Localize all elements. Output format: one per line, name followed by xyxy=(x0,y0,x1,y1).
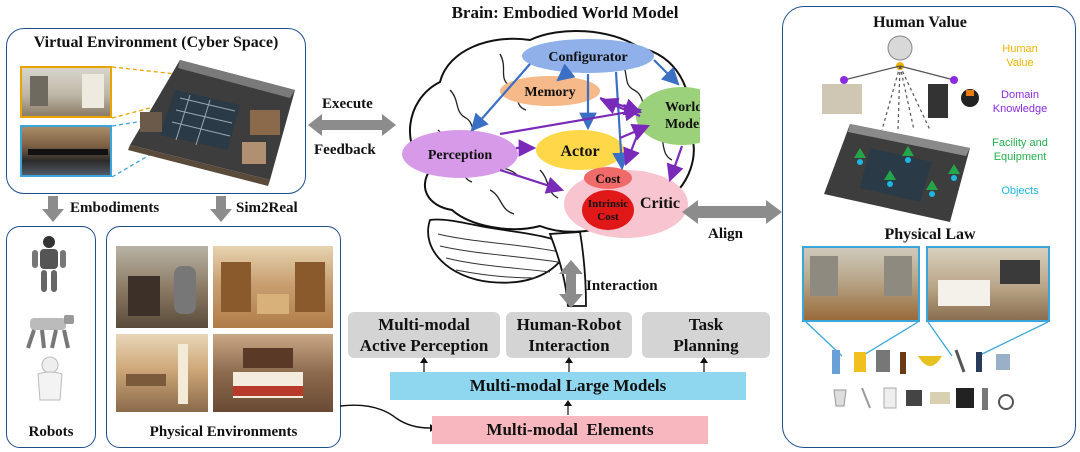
cost-node xyxy=(584,167,632,189)
brain-title: Brain: Embodied World Model xyxy=(451,3,679,22)
physical-environments-label: Physical Environments xyxy=(149,424,298,440)
feedback-label: Feedback xyxy=(314,142,376,158)
human-value-title: Human Value xyxy=(873,14,967,31)
physical-env-photo-hotel-room xyxy=(213,334,333,412)
legend-facility-line2: Equipment xyxy=(993,151,1047,163)
sim2real-arrow xyxy=(210,196,232,222)
physical-law-photo-store xyxy=(802,246,920,322)
legend-objects-text: Objects xyxy=(1001,185,1039,197)
perception-label: Perception xyxy=(428,148,492,163)
human-value-floorplan xyxy=(824,124,970,222)
configurator-node xyxy=(522,39,654,73)
intrinsic-cost-label-1: Intrinsic xyxy=(588,198,628,210)
legend-human-value-line1: Human xyxy=(1002,43,1038,55)
llm-label: Multi-modal Large Models xyxy=(469,376,667,395)
task-line1: Task xyxy=(688,315,724,334)
configurator-label: Configurator xyxy=(548,50,627,65)
intrinsic-cost-label-2: Cost xyxy=(597,211,619,223)
elements-label: Multi-modal Elements xyxy=(486,420,654,439)
elements-to-llm-arrow xyxy=(564,400,572,415)
world-model-label-2: Model xyxy=(665,117,700,132)
world-model-node xyxy=(636,87,700,145)
task-line2: Planning xyxy=(673,336,739,355)
active-perception-line2: Active Perception xyxy=(359,336,489,355)
actor-label: Actor xyxy=(560,143,599,160)
service-robot-icon xyxy=(37,356,63,401)
embodiments-label: Embodiments xyxy=(70,200,160,216)
hri-line2: Interaction xyxy=(528,336,610,355)
critic-label: Critic xyxy=(640,195,680,212)
align-arrow xyxy=(682,200,782,224)
align-label: Align xyxy=(708,226,744,242)
legend-domain-knowledge: Domain Knowledge xyxy=(980,88,1060,116)
physical-to-elements-arrow xyxy=(339,404,436,432)
legend-domain-line1: Domain xyxy=(1001,89,1039,101)
world-model-label-1: World xyxy=(665,100,700,115)
legend-objects: Objects xyxy=(980,184,1060,198)
legend-facility-equipment: Facility and Equipment xyxy=(980,136,1060,164)
perception-node xyxy=(402,130,518,178)
actor-node xyxy=(536,130,624,170)
multimodal-elements-bar: Multi-modal Elements xyxy=(432,416,708,444)
sim2real-label: Sim2Real xyxy=(236,200,298,216)
hri-line1: Human-Robot xyxy=(516,315,622,334)
human-value-graph xyxy=(822,35,979,131)
legend-facility-line1: Facility and xyxy=(992,137,1048,149)
humanoid-robot-icon xyxy=(32,236,66,292)
virtual-office-photo-2 xyxy=(20,125,112,177)
embodiments-arrow xyxy=(42,196,64,222)
intrinsic-cost-node xyxy=(582,190,634,230)
legend-human-value-line2: Value xyxy=(1006,57,1034,69)
virtual-office-photo-1 xyxy=(20,66,112,118)
virtual-environment-title: Virtual Environment (Cyber Space) xyxy=(33,34,279,51)
execute-feedback-arrow xyxy=(308,114,396,136)
physical-law-photo-bedroom xyxy=(926,246,1050,322)
active-perception-line1: Multi-modal xyxy=(378,315,470,334)
multimodal-large-models-bar: Multi-modal Large Models xyxy=(390,372,746,400)
memory-node xyxy=(500,76,600,106)
interaction-label: Interaction xyxy=(586,278,658,294)
human-value-panel xyxy=(782,6,1076,448)
execute-label: Execute xyxy=(322,96,373,112)
robots-label: Robots xyxy=(28,424,74,440)
physical-env-photo-store xyxy=(213,246,333,328)
brain-diagram: Configurator Memory World Model Percepti… xyxy=(402,30,700,307)
physical-law-title: Physical Law xyxy=(884,226,976,243)
cost-label: Cost xyxy=(595,171,621,186)
memory-label: Memory xyxy=(524,85,575,100)
legend-human-value: Human Value xyxy=(990,42,1050,70)
virtual-floorplan-3d xyxy=(128,60,295,186)
objects-icons xyxy=(832,349,1014,410)
legend-domain-line2: Knowledge xyxy=(992,103,1048,115)
quadruped-robot-icon xyxy=(26,315,74,349)
interaction-arrow xyxy=(559,260,583,308)
physical-env-photo-lobby xyxy=(116,334,208,412)
physical-env-photo-office xyxy=(116,246,208,328)
